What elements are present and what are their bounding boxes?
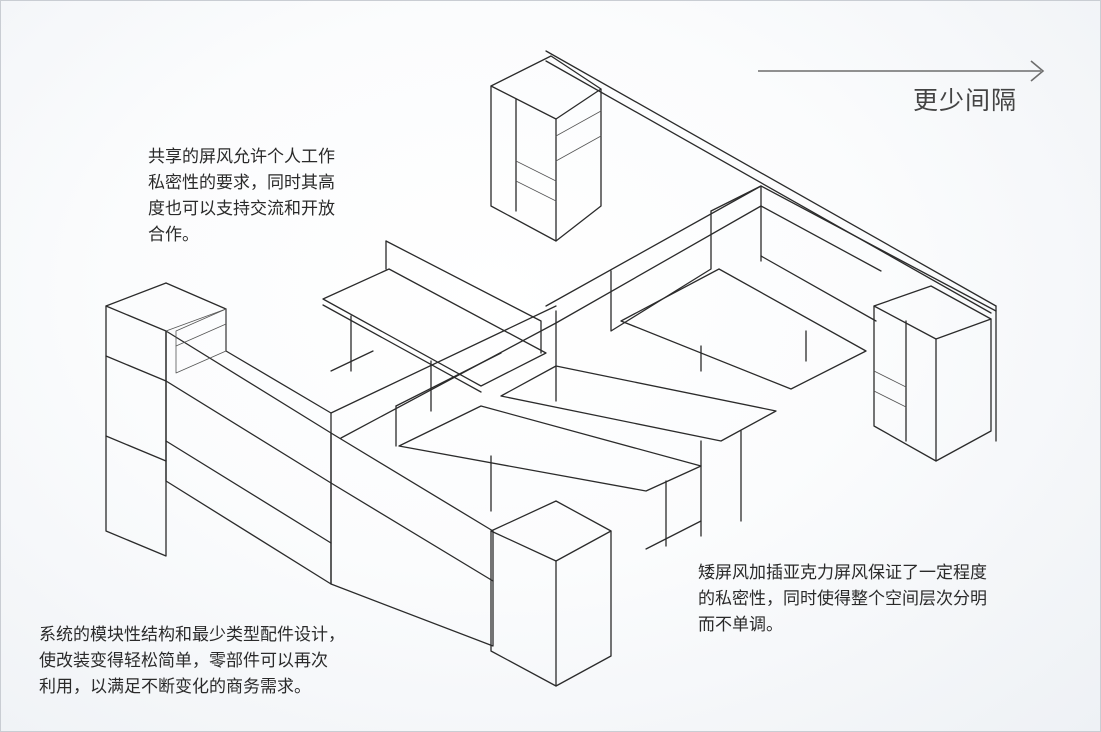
wall-end-panel: [105, 305, 167, 557]
caption-acrylic-screens: 矮屏风加插亚克力屏风保证了一定程度 的私密性，同时使得整个空间层次分明 而不单调…: [698, 560, 987, 638]
caption-line: 而不单调。: [698, 615, 783, 635]
caption-line: 使改装变得轻松简单，零部件可以再次: [39, 651, 328, 671]
caption-line: 合作。: [148, 225, 199, 245]
caption-line: 共享的屏风允许个人工作: [148, 147, 335, 167]
caption-line: 度也可以支持交流和开放: [148, 199, 335, 219]
caption-modular-design: 系统的模块性结构和最少类型配件设计， 使改装变得轻松简单，零部件可以再次 利用，…: [39, 622, 345, 700]
caption-shared-screens: 共享的屏风允许个人工作 私密性的要求，同时其高 度也可以支持交流和开放 合作。: [148, 144, 335, 248]
caption-line: 私密性的要求，同时其高: [148, 173, 335, 193]
caption-line: 矮屏风加插亚克力屏风保证了一定程度: [698, 563, 987, 583]
caption-line: 的私密性，同时使得整个空间层次分明: [698, 589, 987, 609]
page-heading: 更少间隔: [913, 86, 1018, 115]
caption-line: 利用，以满足不断变化的商务需求。: [39, 677, 311, 697]
caption-line: 系统的模块性结构和最少类型配件设计，: [39, 625, 345, 645]
